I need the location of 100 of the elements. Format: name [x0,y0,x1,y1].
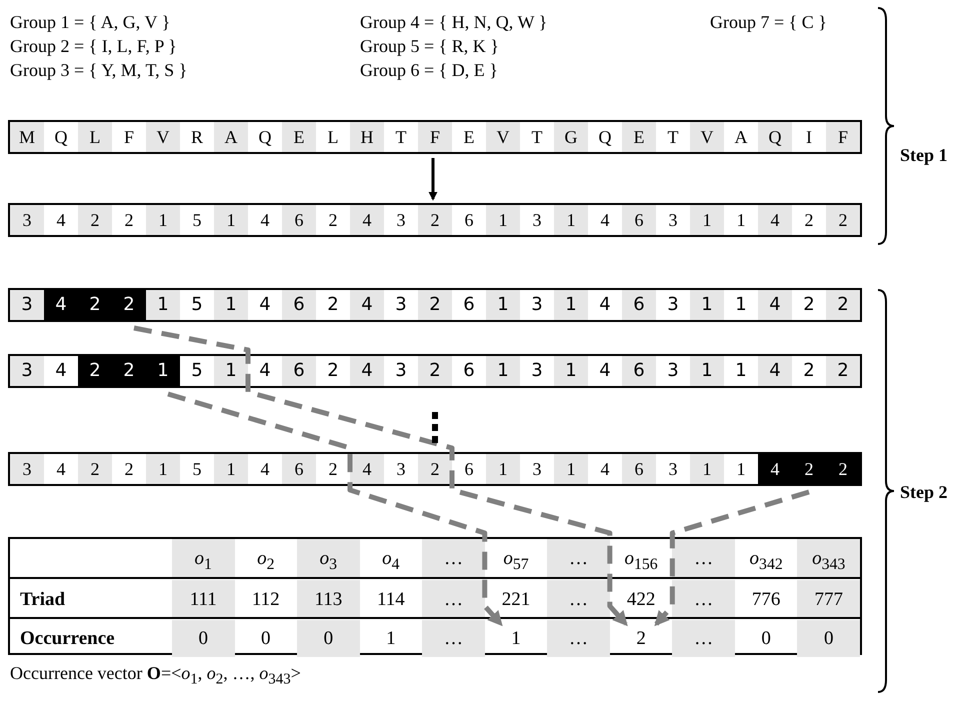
group-number: 1 [554,454,588,484]
residue-letter: H [350,122,384,152]
group-number: 4 [56,458,66,481]
group-number: 4 [598,359,612,383]
group-number: 4 [350,290,384,320]
step-label: Step 2 [900,482,948,503]
group-number: 1 [736,209,746,232]
group-number: 6 [622,454,656,484]
arrow [428,158,438,201]
residue-letter: L [78,122,112,152]
group-number: 1 [214,205,248,235]
group-number: 3 [10,290,44,320]
table-value: … [547,580,610,619]
residue-letter: Q [598,126,612,149]
group-number: 4 [260,458,270,481]
group-number: 4 [258,293,272,317]
occurrence-count: 2 [610,620,672,657]
group-number: 6 [622,356,656,386]
group-number: 6 [282,356,316,386]
table-value: 111 [172,580,235,619]
group-definition: Group 5 = { R, K } [360,36,499,57]
group-definition: Group 2 = { I, L, F, P } [10,36,177,57]
residue-letter: R [190,126,204,149]
residue-letter: F [122,126,135,149]
group-number: 1 [214,454,248,484]
group-number: 3 [396,209,406,232]
sequence-row [8,452,862,486]
column-header: o$_{3}$ [297,539,360,578]
group-number: 2 [124,209,134,232]
group-number: 3 [532,209,542,232]
group-number: 4 [54,359,68,383]
group-number: 2 [78,454,112,484]
group-number: 2 [826,290,860,320]
group-number: 1 [690,290,724,320]
arrow [167,392,503,626]
column-header: … [422,539,485,578]
residue-letter: A [214,122,248,152]
residue-letter: V [690,122,724,152]
residue-letter: Q [258,126,272,149]
group-number: 2 [826,205,860,235]
group-number: 5 [190,359,204,383]
table-value: 113 [297,580,360,619]
residue-letter: E [622,122,656,152]
column-header: … [547,539,610,578]
group-number: 1 [486,290,520,320]
occurrence-count: 1 [484,620,548,657]
group-number: 3 [668,209,678,232]
group-number: 5 [190,293,204,317]
group-number: 1 [486,454,520,484]
residue-letter: Q [54,126,68,149]
group-definition: Group 4 = { H, N, Q, W } [360,12,548,33]
table-value: 0 [760,627,772,651]
table-value: 0 [172,620,235,657]
group-number: 1 [554,205,588,235]
table-value: … [547,620,610,657]
group-number: 1 [146,205,180,235]
group-number: 1 [690,454,724,484]
group-number: 1 [554,290,588,320]
sequence-row [8,288,862,322]
group-number: 1 [146,454,180,484]
group-definition: Group 1 = { A, G, V } [10,12,170,33]
table-value: 114 [376,588,406,612]
residue-letter: T [394,126,408,149]
group-number: 3 [10,205,44,235]
group-number: 6 [622,290,656,320]
group-number: 2 [328,458,338,481]
group-number: 1 [146,290,180,320]
group-number: 1 [734,359,748,383]
group-number: 4 [758,290,792,320]
group-number: 4 [600,209,610,232]
column-header: o$_{156}$ [623,547,659,575]
sequence-row [8,120,862,154]
arrow [134,326,628,626]
group-number: 2 [328,209,338,232]
row-header: Triad [19,588,66,612]
group-number: 6 [462,293,476,317]
group-number: 4 [598,293,612,317]
group-definition: Group 7 = { C } [710,12,827,33]
group-number: 2 [826,356,860,386]
row-header: Occurrence [19,627,116,651]
group-number: 6 [462,359,476,383]
group-number: 3 [394,359,408,383]
group-number: 2 [804,209,814,232]
column-header: … [672,539,735,578]
residue-letter: T [530,126,544,149]
group-number: 2 [124,458,134,481]
group-number: 1 [486,205,520,235]
group-number: 4 [600,458,610,481]
group-number: 6 [282,205,316,235]
table-value: 0 [297,620,360,657]
table-value: … [672,620,735,657]
group-number: 3 [10,454,44,484]
group-number: 6 [282,454,316,484]
group-number: 6 [464,458,474,481]
group-number: 3 [396,458,406,481]
group-number: 3 [668,458,678,481]
group-number: 3 [530,359,544,383]
residue-letter: V [486,122,520,152]
group-number: 2 [326,359,340,383]
vector-caption: Occurrence vector O=<o$_{1}$, o$_{2}$, …, o$_{343}$> [10,663,301,689]
